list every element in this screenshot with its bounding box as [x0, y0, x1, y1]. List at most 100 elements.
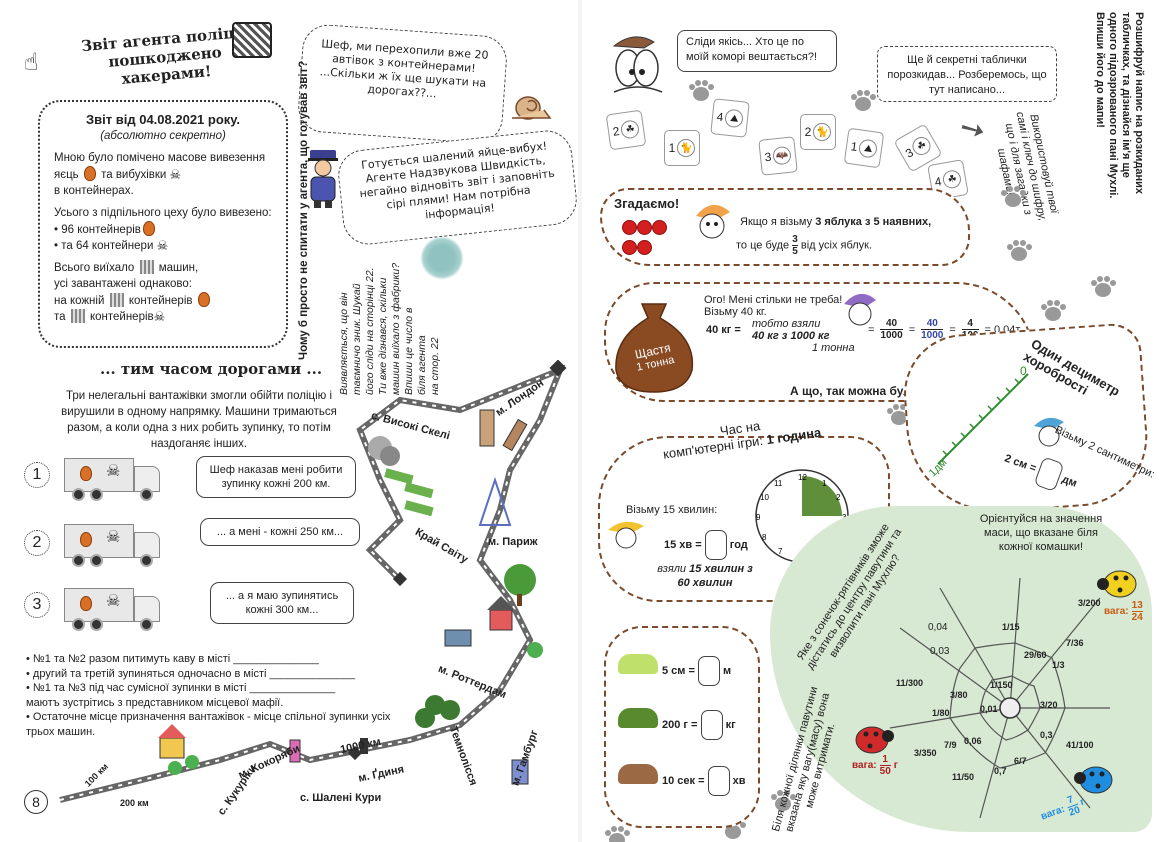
cipher-card[interactable]: 1⛰ [843, 127, 885, 169]
road-map [59, 360, 567, 803]
svg-text:10: 10 [760, 493, 769, 502]
cat-icon: 🐈 [813, 123, 832, 141]
report-box: Звіт від 04.08.2021 року. (абсолютно сек… [38, 100, 288, 348]
answer-box[interactable] [704, 530, 727, 560]
questions-list: • №1 та №2 разом питимуть каву в місті _… [26, 653, 391, 738]
skull-icon: ☠ [156, 238, 169, 253]
cipher-card[interactable]: 3🦇 [758, 136, 798, 176]
sack-text: Ого! Мені стільки не треба! Візьму 40 кг… [704, 294, 843, 318]
red-ladybug-icon[interactable] [852, 722, 894, 756]
yellow-ladybug-icon[interactable] [1096, 566, 1138, 600]
units-row-3: 10 сек = хв [662, 766, 746, 796]
ruler-zero: 0 [1020, 364, 1027, 378]
egg-icon [197, 292, 210, 307]
yellow-bird-icon [608, 521, 644, 549]
leaf-icon: ☘ [941, 168, 963, 190]
web-segment-label: 3/200 [1078, 598, 1101, 608]
sack-tonna-note: 1 тонна [812, 342, 855, 354]
police-speech-bubble: Готується шалений яйце-вибух! Агенте Над… [335, 127, 580, 248]
blue-splat-icon [420, 236, 464, 280]
blue-ladybug-icon[interactable] [1074, 762, 1116, 796]
detective-speech-bubble: Сліди якісь... Хто це по моїй коморі веш… [677, 30, 837, 72]
units-row-1: 5 см = м [662, 656, 731, 686]
answer-box[interactable] [700, 710, 723, 740]
green-bird-icon [618, 654, 658, 674]
spider-web [889, 577, 1110, 819]
ruler-icon [937, 373, 1029, 465]
cipher-card[interactable]: 2☘ [605, 109, 647, 151]
remember-line1: Якщо я візьму 3 яблука з 5 наявних, [740, 216, 932, 228]
blue-bird-icon [1034, 417, 1064, 447]
truck-number: 1 [24, 462, 50, 488]
answer-box[interactable] [707, 766, 730, 796]
paw-print-icon [1091, 276, 1116, 297]
web-segment-label: 1/80 [932, 708, 950, 718]
cipher-card[interactable]: 2🐈 [800, 114, 836, 150]
vertical-instruction: Розшифруй напис на розкиданих табличках,… [1094, 12, 1145, 199]
map-label-200km: 200 км [120, 798, 149, 808]
web-segment-label: 3/20 [1040, 700, 1058, 710]
report-p1: Мною було помічено масове вивезення яєць… [54, 152, 266, 197]
report-p2: Усього з підпільного цеху було вивезено:… [54, 207, 272, 253]
egg-icon [83, 166, 96, 181]
truck-number: 3 [24, 592, 50, 618]
vertical-hint: Використовуй твої самі і ключ до шифру, … [994, 110, 1061, 223]
cipher-card[interactable]: 4⛰ [710, 98, 750, 138]
brown-bird-icon [618, 764, 658, 784]
web-segment-label: 11/300 [896, 678, 924, 688]
web-segment-label: 29/60 [1024, 650, 1047, 660]
hacked-blot-icon[interactable] [70, 309, 85, 323]
page-divider [578, 0, 582, 842]
web-segment-label: 0,01 [980, 704, 998, 714]
web-segment-label: 0,04 [928, 622, 948, 633]
answer-box[interactable] [697, 656, 720, 686]
units-row-2: 200 г = кг [662, 710, 736, 740]
cipher-card[interactable]: 1🐈 [664, 130, 700, 166]
question-text: Чому б просто не спитати у агента, що го… [298, 60, 310, 360]
report-subheading: (абсолютно секретно) [100, 130, 226, 142]
purple-bird-icon [844, 293, 876, 326]
truck2-speech-bubble: ... а мені - кожні 250 км... [200, 518, 360, 546]
skull-icon: ☠ [169, 167, 182, 182]
sack-icon [615, 303, 694, 393]
paw-print-icon [605, 826, 630, 842]
remember-label: Згадаємо! [614, 196, 680, 211]
egg-icon [142, 221, 155, 236]
detective-speech-bubble-2: Ще й секретні таблички порозкидав... Роз… [877, 46, 1057, 102]
svg-text:12: 12 [798, 473, 807, 482]
map-label-shaleni-kuri: с. Шалені Кури [300, 792, 382, 804]
truck-icon: ☠ [64, 524, 164, 570]
web-segment-label: 6/7 [1014, 756, 1027, 766]
dark-green-bird-icon [618, 708, 658, 728]
truck3-speech-bubble: ... а я маю зупинятись кожні 300 км... [210, 582, 354, 624]
web-segment-label: 3/80 [950, 690, 968, 700]
paw-print-icon [851, 90, 876, 111]
apples-icon [622, 220, 676, 260]
svg-text:2: 2 [836, 493, 841, 502]
truck-number: 2 [24, 530, 50, 556]
web-segment-label: 3/350 [914, 748, 937, 758]
truck1-speech-bubble: Шеф наказав мені робити зупинку кожні 20… [196, 456, 356, 498]
web-segment-label: 0,03 [930, 646, 950, 657]
web-segment-label: 41/100 [1066, 740, 1094, 750]
hacker-tv-icon [232, 22, 272, 58]
paw-print-icon [689, 80, 714, 101]
snail-icon [512, 96, 552, 120]
time-note: взяли 15 хвилин з 60 хвилин [657, 563, 753, 589]
web-segment-label: 0,06 [964, 736, 982, 746]
web-segment-label: 1/150 [990, 680, 1013, 690]
svg-text:1: 1 [822, 479, 827, 488]
web-segment-label: 7/9 [944, 740, 957, 750]
web-segment-label: 11/50 [952, 772, 975, 782]
web-segment-label: 1/3 [1052, 660, 1065, 670]
svg-text:8: 8 [762, 533, 767, 542]
svg-text:7: 7 [778, 547, 783, 556]
hacked-blot-icon[interactable] [109, 293, 124, 307]
hat-icon: ⛰ [858, 138, 879, 159]
paw-print-icon [1041, 300, 1066, 321]
cat-icon: 🐈 [677, 139, 696, 157]
hacked-blot-icon[interactable] [139, 260, 154, 274]
snail-speech-bubble: Шеф, ми перехопили вже 20 автівок з конт… [296, 22, 509, 146]
